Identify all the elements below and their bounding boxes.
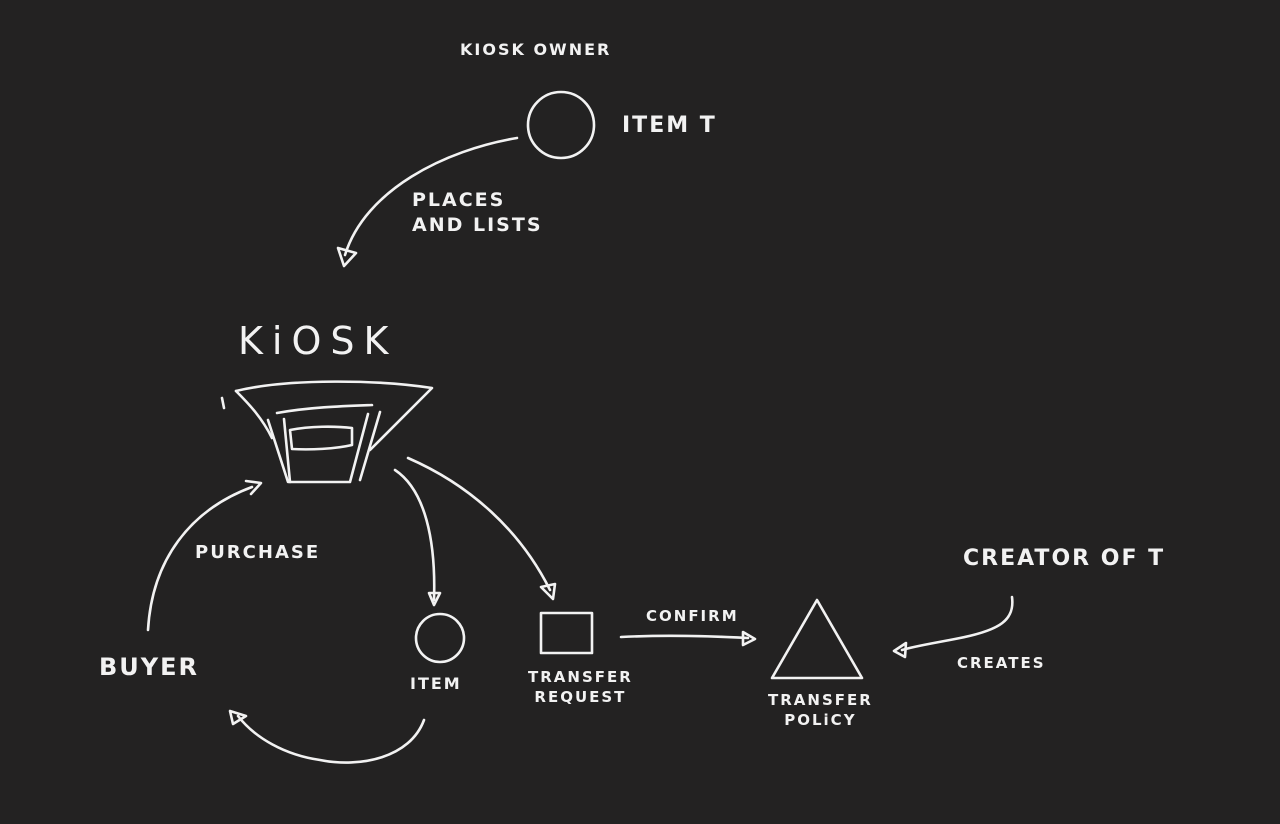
transfer-policy-label: TRANSFER POLiCY — [768, 691, 873, 729]
confirm-label: CONFIRM — [646, 607, 739, 625]
transfer-policy-triangle — [770, 598, 864, 680]
kiosk-icon — [220, 380, 434, 484]
kiosk-window — [288, 425, 354, 451]
kiosk-roof — [234, 380, 434, 452]
confirm-arrow-head — [741, 630, 757, 647]
item-arrow-head — [427, 591, 442, 607]
kiosk-left-post — [282, 417, 292, 484]
kiosk-owner-label: KIOSK OWNER — [460, 40, 612, 59]
kiosk-right-post — [358, 410, 382, 482]
request-arrow-head — [539, 582, 557, 601]
kiosk-title: KiOSK — [238, 319, 398, 363]
places-arrow-line — [343, 136, 519, 257]
creates-arrow-line — [900, 595, 1014, 652]
item-t-label: ITEM T — [622, 113, 717, 138]
return-arrow-head — [228, 709, 248, 726]
purchase-arrow-line — [146, 485, 254, 632]
purchase-arrow-head — [244, 479, 263, 496]
kiosk-roof-tick — [220, 396, 226, 410]
creates-arrow-head — [892, 641, 908, 659]
item-arrow-line — [393, 468, 436, 602]
kiosk-body — [266, 412, 370, 484]
item-circle — [414, 612, 466, 664]
kiosk-roof-left — [234, 389, 274, 440]
creates-label: CREATES — [957, 654, 1046, 672]
purchase-label: PURCHASE — [195, 542, 321, 563]
item-label: ITEM — [410, 674, 462, 693]
kiosk-counter — [275, 403, 374, 415]
places-and-lists-label: PLACES AND LISTS — [412, 189, 543, 236]
transfer-request-box — [539, 611, 594, 655]
places-arrow-head — [336, 246, 358, 268]
transfer-request-label: TRANSFER REQUEST — [528, 668, 633, 706]
creator-of-t-label: CREATOR OF T — [963, 546, 1166, 571]
request-arrow-line — [406, 456, 552, 592]
confirm-arrow-line — [619, 634, 750, 640]
item-t-circle — [526, 90, 596, 160]
return-arrow-line — [236, 714, 426, 764]
buyer-label: BUYER — [99, 653, 200, 681]
